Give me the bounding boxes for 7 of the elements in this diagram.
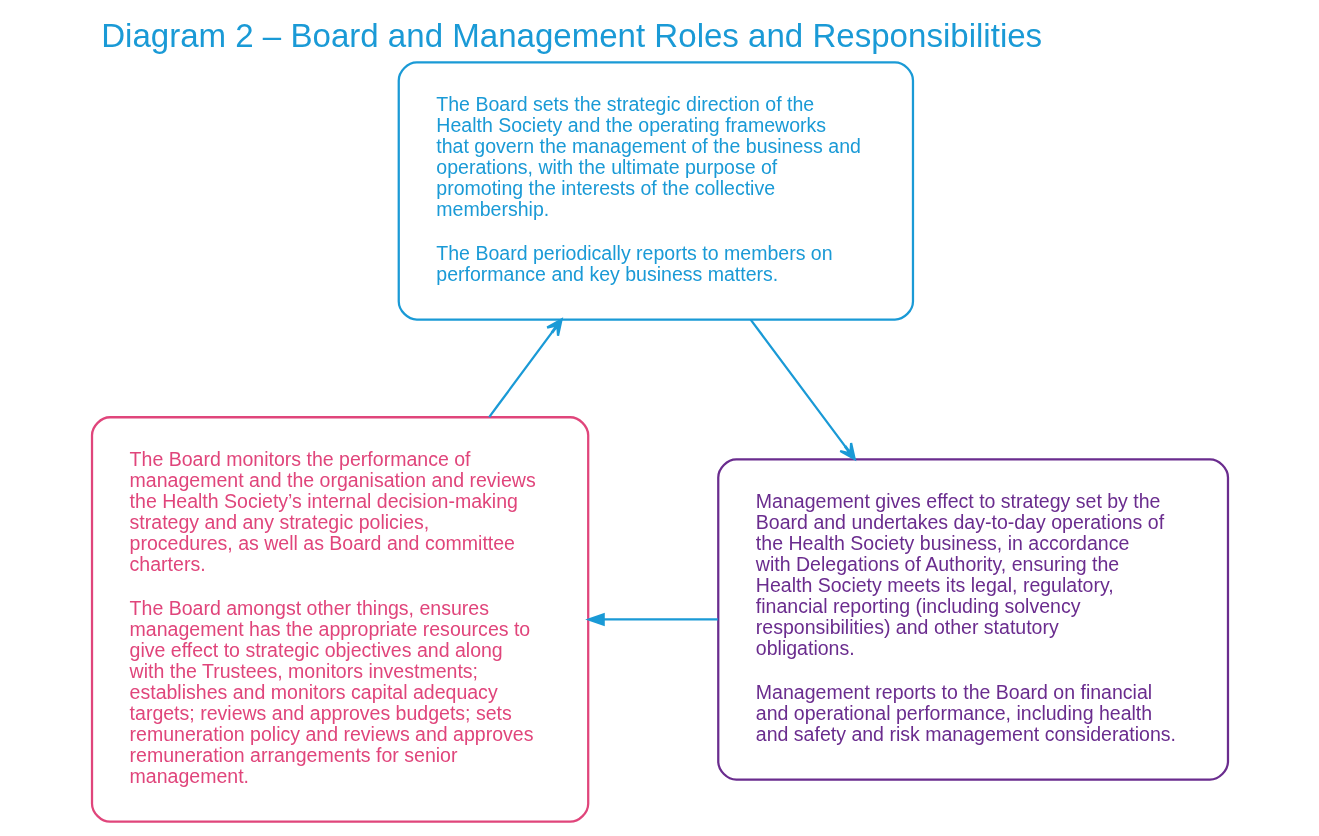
diagram-title: Diagram 2 – Board and Management Roles and Responsibilities (100, 16, 1042, 54)
node-box: The Board monitors the performance of management and the organisation and reviews the Health Society’s internal decision-making strategy and any strategic policies, procedures, as well as Board and committee charters. The Board amongst other things, ensures management has the appropriate resources to give effect to strategic objectives and along with the Trustees, monitors investments; establishes and monitors capital adequacy targets; reviews and approves budgets; sets remuneration policy and reviews and approves remuneration arrangements for senior management. (90, 416, 589, 823)
arrow (487, 318, 563, 418)
node-box: Management gives effect to strategy set by the Board and undertakes day-to-day operations of the Health Society business, in accordance with Delegations of Authority, ensuring the Health Society meets its legal, regulatory, financial reporting (including solvency responsibilities) and other statutory obligations. Management reports to the Board on financial and operational performance, including health and safety and risk management considerations. (716, 458, 1229, 781)
arrow (749, 318, 856, 461)
arrow (584, 612, 718, 627)
node-box: The Board sets the strategic direction of the Health Society and the operating frameworks that govern the management of the business and operations, with the ultimate purpose of promoting the interests of the collective membership. The Board periodically reports to members on performance and key business matters. (397, 61, 914, 321)
